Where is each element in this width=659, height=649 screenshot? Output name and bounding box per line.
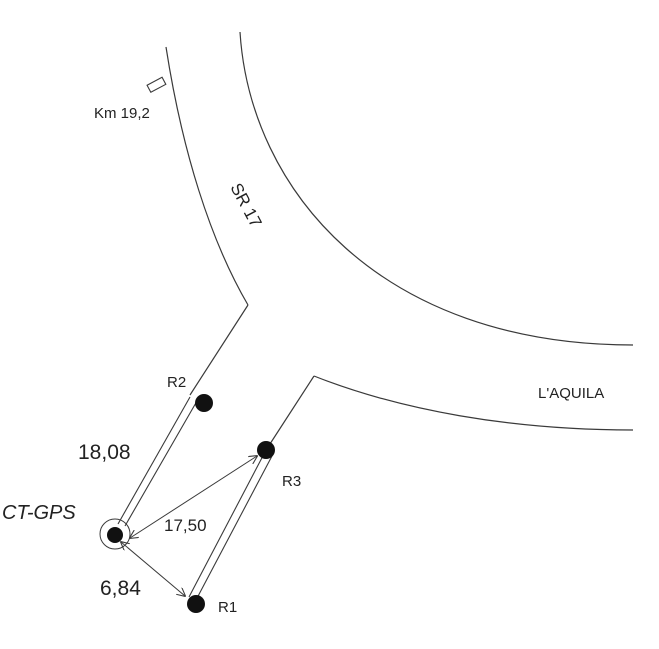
reflector-r1-label: R1 [218, 599, 237, 616]
wall-left-inner [124, 400, 198, 527]
road-edge-outer-lower [313, 375, 634, 431]
distance-r3-label: 17,50 [164, 516, 207, 535]
direction-label: L'AQUILA [538, 385, 604, 402]
reflector-r2-label: R2 [167, 374, 186, 391]
reflector-r1-point [187, 595, 205, 613]
reflector-r3-label: R3 [282, 473, 301, 490]
wall-right-inner [195, 455, 273, 601]
reflector-r3-point [257, 441, 275, 459]
distance-arrow-r3 [130, 456, 257, 538]
road-name-label: SR 17 [226, 180, 265, 231]
road-edge-outer [165, 46, 249, 306]
station-point [107, 527, 123, 543]
distance-arrow-r1 [121, 542, 185, 596]
road-edge-inner [239, 31, 634, 346]
branch-edge-left [189, 304, 249, 396]
branch-edge-right [267, 375, 315, 448]
station-label: CT-GPS [2, 502, 76, 524]
distance-r1-label: 6,84 [100, 577, 141, 600]
reflector-r2-point [195, 394, 213, 412]
distance-r2-label: 18,08 [78, 441, 131, 464]
km-marker-sign [146, 76, 167, 94]
station-ring [99, 518, 131, 550]
km-marker-label: Km 19,2 [94, 105, 150, 122]
